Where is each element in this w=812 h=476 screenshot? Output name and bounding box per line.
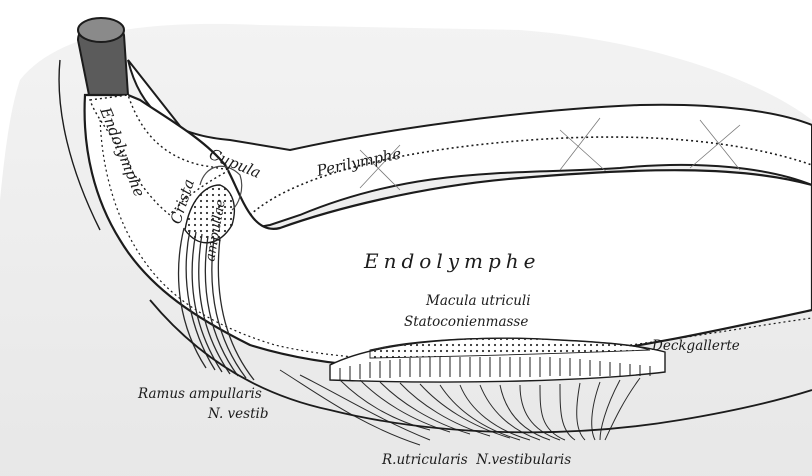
- canal-opening: [78, 18, 124, 42]
- label-r-utricularis: R.utricularis N.vestibularis: [381, 452, 571, 468]
- label-ramus-ampullaris: Ramus ampullaris: [137, 386, 262, 402]
- label-n-vestib: N. vestib: [207, 406, 268, 422]
- label-statoconienmasse: Statoconienmasse: [404, 314, 528, 330]
- label-deckgallerte: Deckgallerte: [651, 338, 740, 354]
- label-endolymphe-main: Endolymphe: [363, 249, 541, 273]
- label-macula-utriculi: Macula utriculi: [425, 293, 531, 309]
